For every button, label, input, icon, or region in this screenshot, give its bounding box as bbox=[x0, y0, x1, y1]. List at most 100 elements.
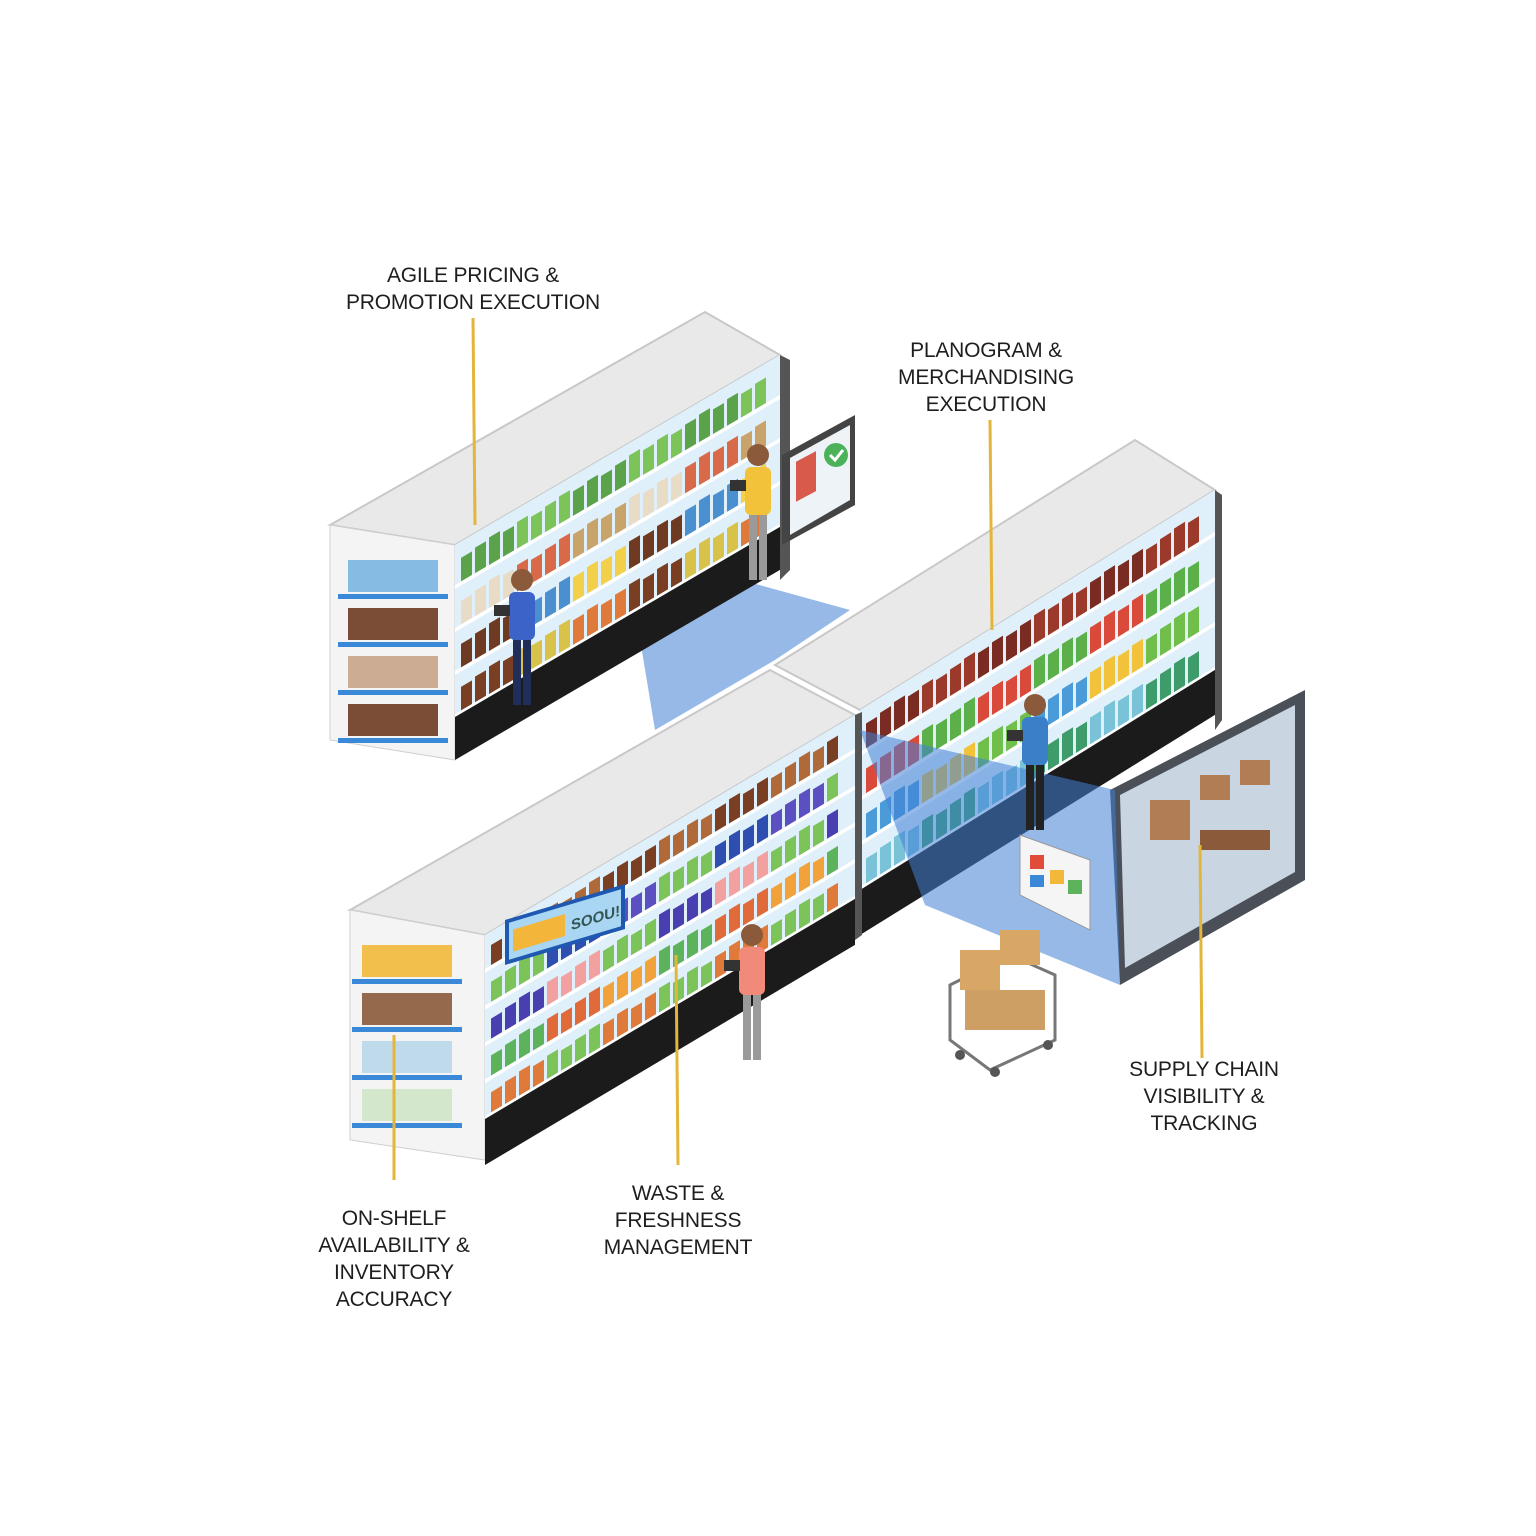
head bbox=[1024, 694, 1046, 716]
end-cap-product bbox=[362, 1041, 452, 1073]
product bbox=[1076, 721, 1087, 754]
product bbox=[547, 1012, 558, 1043]
product bbox=[1062, 637, 1073, 672]
product bbox=[1188, 651, 1199, 684]
product bbox=[715, 839, 726, 869]
associate-middle bbox=[1007, 694, 1048, 830]
product bbox=[1132, 683, 1143, 719]
product bbox=[1090, 665, 1101, 700]
product bbox=[631, 855, 642, 882]
product bbox=[491, 1085, 502, 1113]
product bbox=[1048, 647, 1059, 681]
label-on-shelf: ON-SHELF AVAILABILITY & INVENTORY ACCURA… bbox=[318, 1207, 470, 1311]
product bbox=[489, 574, 500, 609]
product bbox=[813, 856, 824, 885]
product bbox=[1132, 638, 1143, 674]
product bbox=[561, 970, 572, 998]
product bbox=[1132, 593, 1143, 629]
product bbox=[673, 829, 684, 857]
product bbox=[561, 1007, 572, 1034]
product bbox=[503, 654, 514, 686]
shopping-cart bbox=[948, 930, 1057, 1077]
product bbox=[589, 949, 600, 981]
product bbox=[757, 813, 768, 844]
product bbox=[713, 531, 724, 564]
product bbox=[673, 902, 684, 931]
product bbox=[617, 1007, 628, 1038]
product bbox=[757, 850, 768, 881]
product bbox=[573, 613, 584, 645]
leg bbox=[753, 990, 761, 1060]
product bbox=[531, 553, 542, 584]
label-agile-pricing: AGILE PRICING & PROMOTION EXECUTION bbox=[345, 264, 601, 314]
product bbox=[629, 449, 640, 484]
product bbox=[1104, 565, 1115, 601]
product bbox=[1048, 737, 1059, 771]
product bbox=[603, 944, 614, 973]
head bbox=[741, 924, 763, 946]
product bbox=[827, 882, 838, 913]
product bbox=[629, 578, 640, 613]
product bbox=[699, 451, 710, 486]
product bbox=[1034, 608, 1045, 645]
product bbox=[531, 639, 542, 670]
product bbox=[1174, 611, 1185, 648]
shelf-line bbox=[485, 822, 855, 1047]
product bbox=[601, 598, 612, 629]
product bbox=[519, 954, 530, 986]
product bbox=[587, 560, 598, 594]
product bbox=[519, 1064, 530, 1096]
product bbox=[1076, 586, 1087, 619]
product bbox=[771, 808, 782, 836]
product bbox=[659, 981, 670, 1013]
product bbox=[1006, 674, 1017, 707]
product bbox=[489, 531, 500, 566]
leg bbox=[523, 635, 531, 705]
freezer-unit bbox=[1110, 690, 1305, 985]
product bbox=[699, 494, 710, 529]
product bbox=[1034, 653, 1045, 690]
product bbox=[1146, 543, 1157, 575]
product bbox=[1188, 516, 1199, 549]
product bbox=[701, 850, 712, 878]
product bbox=[687, 855, 698, 886]
product bbox=[827, 845, 838, 876]
product bbox=[894, 695, 905, 731]
product bbox=[771, 919, 782, 946]
product bbox=[1160, 532, 1171, 566]
product bbox=[1020, 664, 1031, 698]
product bbox=[559, 533, 570, 568]
product bbox=[461, 551, 472, 582]
product bbox=[671, 428, 682, 459]
product bbox=[575, 996, 586, 1026]
product bbox=[617, 934, 628, 964]
product bbox=[1160, 667, 1171, 701]
end-cap-product bbox=[348, 704, 438, 736]
leader-line-supply-chain bbox=[1198, 844, 1204, 1059]
product bbox=[950, 707, 961, 742]
product bbox=[491, 1012, 502, 1039]
scan-beam-front bbox=[860, 730, 1120, 985]
product bbox=[687, 966, 698, 996]
product bbox=[545, 500, 556, 533]
shelf-edge bbox=[352, 1027, 462, 1032]
product bbox=[827, 809, 838, 839]
product bbox=[827, 735, 838, 766]
shelf-line bbox=[860, 576, 1215, 801]
product bbox=[491, 975, 502, 1003]
product bbox=[866, 761, 877, 794]
product bbox=[573, 484, 584, 516]
label-supply-chain: SUPPLY CHAIN VISIBILITY & TRACKING bbox=[1129, 1058, 1279, 1135]
product bbox=[866, 806, 877, 839]
shelf-kick bbox=[455, 526, 780, 760]
product bbox=[573, 527, 584, 559]
tablet-icon bbox=[730, 480, 746, 491]
product bbox=[589, 986, 600, 1018]
shelf-line bbox=[485, 859, 855, 1084]
product bbox=[1090, 620, 1101, 655]
product bbox=[645, 955, 656, 984]
product bbox=[489, 660, 500, 695]
product bbox=[657, 433, 668, 467]
product bbox=[491, 938, 502, 966]
